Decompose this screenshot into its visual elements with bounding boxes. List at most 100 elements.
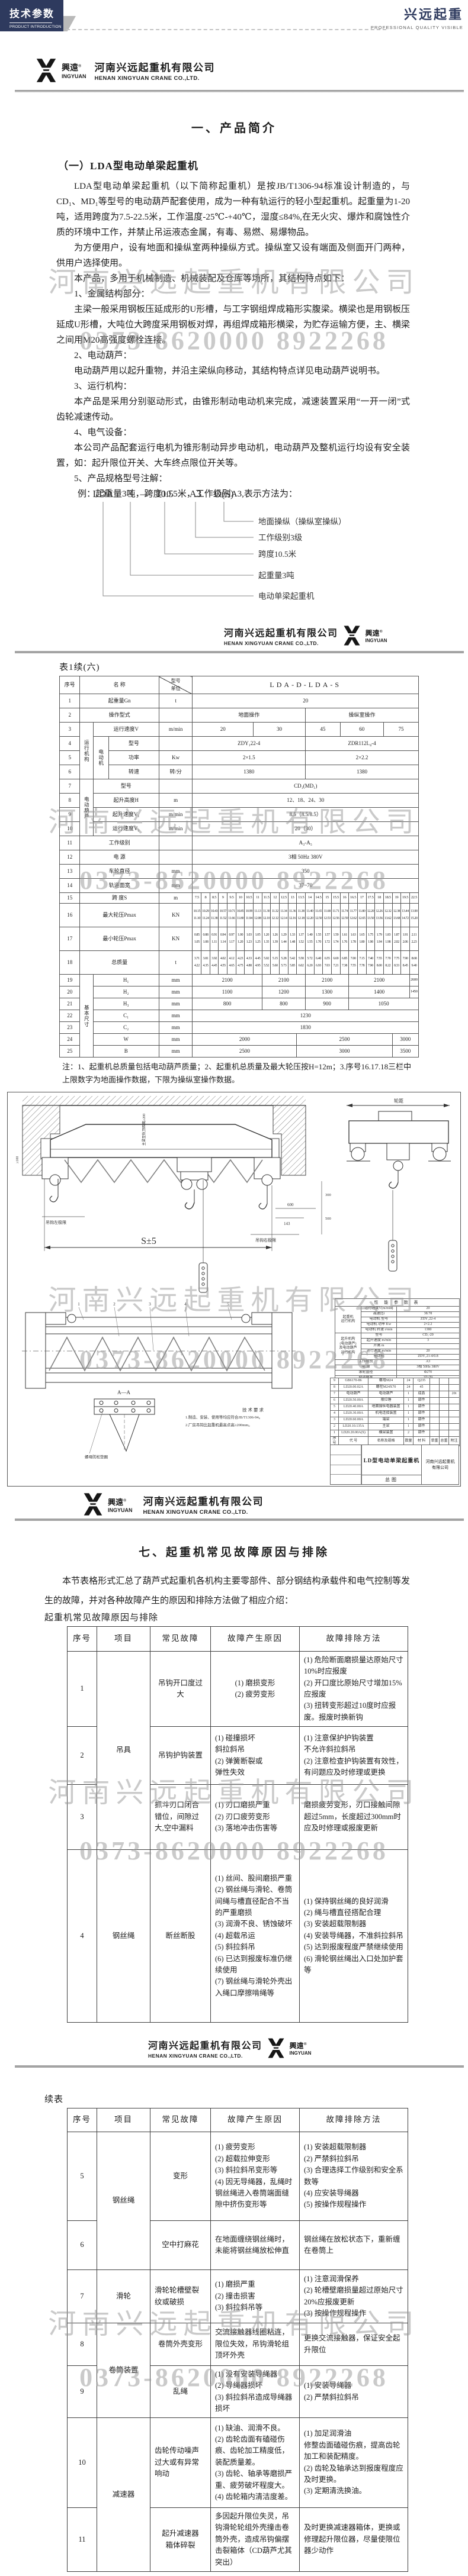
table-cell: 800	[192, 998, 262, 1010]
company-name-cn: 河南兴远起重机有限公司	[224, 628, 338, 639]
table-cell: 11	[253, 892, 262, 904]
table-cell: 更换交流接触器，保证安全起升限位	[299, 2323, 408, 2366]
table-cell	[429, 1430, 440, 1437]
crane-general-arrangement-drawing: ≥100 主梁至轨顶距离≥200 吊钩左极限	[7, 1092, 461, 1487]
table-cell: (1) 磨损变形 (2) 疲劳变形	[210, 1651, 300, 1727]
table-cell	[158, 708, 193, 723]
table-cell: 5.58 6.02	[296, 950, 306, 975]
table-cell: mm	[158, 974, 193, 986]
table-cell	[448, 1384, 460, 1391]
table-cell: 地面操纵电器装置	[368, 1404, 404, 1411]
table-cell: 起升速度 m/min	[361, 1338, 397, 1344]
company-name-block: 河南兴远起重机有限公司 HENAN XINGYUAN CRANE CO.,LTD…	[224, 625, 338, 646]
table-cell: 12.5	[279, 892, 289, 904]
technical-requirements: 技术要求 1.制造、安装、使用等均应符合JB/T1306-94。 2.厂房吊钩比…	[185, 1406, 322, 1429]
table-cell: 总质量	[79, 950, 159, 975]
table-cell: 主梁	[368, 1423, 404, 1430]
drawing-product-title: LD型电动单梁起重机	[363, 1457, 420, 1463]
paragraph: 本公司产品配套运行电机为锥形制动异步电动机，电动葫芦及整机运行均设有安全装置，如…	[56, 443, 410, 468]
table-cell: Q235	[413, 1378, 430, 1385]
fault-table-label: 起重机常见故障原因与排除	[44, 1613, 159, 1623]
table-cell: 20	[396, 1306, 460, 1312]
table-cell: 2100	[348, 974, 410, 986]
company-name-en: HENAN XINGYUAN CRANE CO.,LTD.	[143, 1509, 248, 1516]
xingyuan-logo-icon	[342, 626, 361, 646]
dim-600: 600	[287, 1202, 294, 1207]
table-cell: mm	[158, 1021, 193, 1034]
table-cell: 5.02 5.52	[261, 950, 271, 975]
table-cell: 7.55 8.00	[374, 950, 384, 975]
girder-clearance-dim: 主梁至轨顶距离≥200	[142, 1114, 146, 1146]
table-cell: 序号	[59, 676, 81, 694]
table-cell: 项目	[97, 1626, 150, 1652]
table-cell: 11.40 12.20	[305, 903, 315, 927]
table-cell: 滚轮直径	[335, 1370, 397, 1376]
table-cell: 转速	[108, 765, 159, 779]
table-cell: mm	[158, 878, 193, 893]
table-cell: 75	[383, 722, 419, 737]
table-cell: 型号 单位	[158, 676, 193, 694]
table-cell: 电 源	[79, 850, 159, 865]
table-cell: 最大轮压Pmax	[79, 903, 159, 927]
table-cell: 6.69 7.21	[331, 950, 341, 975]
table-cell: (1) 安装超载限制器 (2) 严禁斜拉斜吊 (3) 合理选择工作级别和安全系数…	[299, 2132, 408, 2221]
model-code-part: —	[140, 488, 151, 499]
xingyuan-logo-icon	[267, 2038, 285, 2058]
table-cell: 2.11 2.23	[409, 927, 419, 951]
table-cell: 地面操作	[192, 708, 306, 723]
table-cell: 22.5	[409, 892, 419, 904]
table-cell: 7.90 8.45	[400, 950, 410, 975]
table-cell: 5	[67, 2132, 97, 2221]
table-cell: 4.12 4.65	[227, 950, 236, 975]
table-cell: 型号	[361, 1333, 397, 1339]
table-cell: 起升高度H	[92, 793, 159, 808]
tech-req-line: 2.厂房吊钩比起重机最高点高≥200mm。	[185, 1423, 252, 1427]
table-cell: 2×2.2	[305, 750, 419, 765]
table-cell: 1.00 1.20	[235, 927, 245, 951]
table-cell: 1.03 1.23	[244, 927, 254, 951]
table-cell: 11.74 12.59	[339, 903, 350, 927]
xingyuan-logo-icon	[83, 1493, 103, 1516]
table-cell: 9.5	[227, 892, 236, 904]
table-cell	[429, 1423, 440, 1430]
table-cell: 3	[330, 1417, 339, 1424]
table-cell: 部件	[413, 1417, 430, 1424]
table-cell: (1) 丝间、股间磨损严重 (2) 钢丝绳与滑轮、卷筒间绳与槽直径配合不当的严重…	[210, 1849, 300, 2023]
table-cell: 钢丝绳在放松状态下，重新缠在卷筒上	[299, 2220, 408, 2270]
table-cell: 滑轮轮槽壁裂纹或破损	[150, 2269, 211, 2323]
table-cell: 端梁	[368, 1417, 404, 1424]
table-cell: 0.91 1.11	[209, 927, 219, 951]
table-cell: 轨道面宽	[79, 878, 159, 893]
paragraph: 例：起重量3吨，跨度10.5米，工作级别A3,表示方法为：	[78, 489, 297, 499]
table-cell: 2500	[192, 1045, 297, 1058]
table-cell: 1	[330, 1430, 339, 1437]
company-name-en: HENAN XINGYUAN CRANE CO.,LTD.	[148, 2053, 243, 2059]
table-cell: 运行速度V	[92, 722, 159, 737]
table-cell: mm	[158, 998, 193, 1010]
table-cell: 11.77 12.62	[348, 903, 358, 927]
table-cell: 工作级别	[335, 1359, 397, 1365]
table-cell: 5.42 5.85	[287, 950, 297, 975]
table-cell: 车轮直径	[79, 864, 159, 879]
table-cell: 10.99 11.94	[244, 903, 254, 927]
table-cell: 1	[403, 1404, 413, 1411]
table-cell: 17	[59, 927, 81, 951]
logo-mark-text: 興遠® INGYUAN	[290, 2040, 312, 2056]
paragraph: 2、电动葫芦：	[74, 351, 132, 360]
table-cell: 12.32 13.62	[383, 903, 393, 927]
registered-mark: ®	[78, 63, 82, 69]
table-cell: 1.91 2.06	[400, 927, 410, 951]
table-cell	[158, 850, 193, 865]
table-cell: 6	[67, 2220, 97, 2270]
table-cell: B	[92, 1045, 159, 1058]
table-cell: 10.29 11.24	[201, 903, 210, 927]
paragraph: 5、产品规格型号注解：	[74, 474, 168, 483]
table-cell: 1	[403, 1397, 413, 1404]
table-cell: LD20.20.00A(S)	[338, 1430, 368, 1437]
section-heading-faults: 七、起重机常见故障原因与排除	[138, 1546, 329, 1559]
table-cell: 4	[67, 1849, 97, 2023]
table-cell: 3	[67, 1784, 97, 1850]
paragraph: 3、运行机构：	[74, 382, 132, 391]
